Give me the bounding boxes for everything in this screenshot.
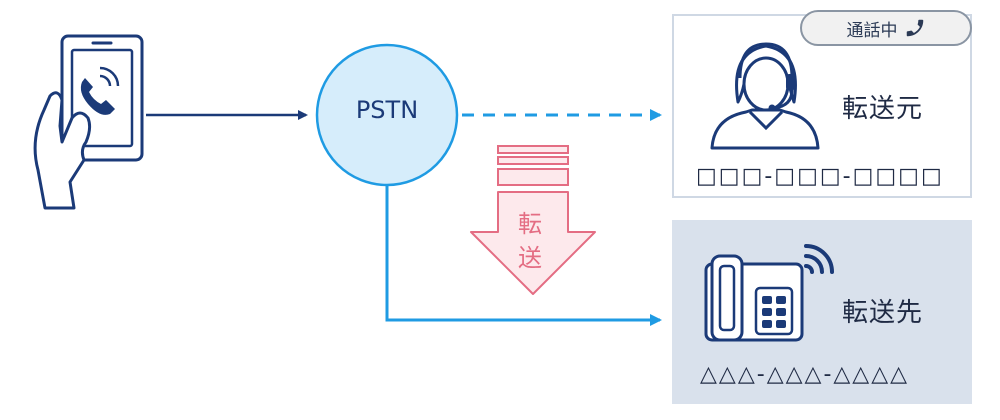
transfer-char-1: 転 — [518, 210, 542, 238]
source-label: 転送元 — [842, 94, 924, 124]
phone-icon — [906, 19, 923, 37]
source-number: □□□-□□□-□□□□ — [696, 164, 944, 189]
pstn-circle — [315, 43, 459, 187]
transfer-char-2: 送 — [518, 244, 542, 272]
status-badge: 通話中 — [800, 10, 972, 46]
destination-label: 転送先 — [842, 298, 924, 328]
destination-number: △△△-△△△-△△△△ — [700, 362, 910, 387]
pstn-label: PSTN — [355, 96, 419, 124]
pstn-to-destination-line — [385, 186, 662, 326]
operator-headset-icon — [710, 42, 820, 150]
status-badge-text: 通話中 — [846, 20, 898, 41]
wireless-signal-icon — [804, 244, 834, 274]
desk-phone-icon — [704, 254, 804, 342]
smartphone-in-hand-icon — [33, 34, 144, 210]
transfer-arrow — [470, 145, 596, 295]
